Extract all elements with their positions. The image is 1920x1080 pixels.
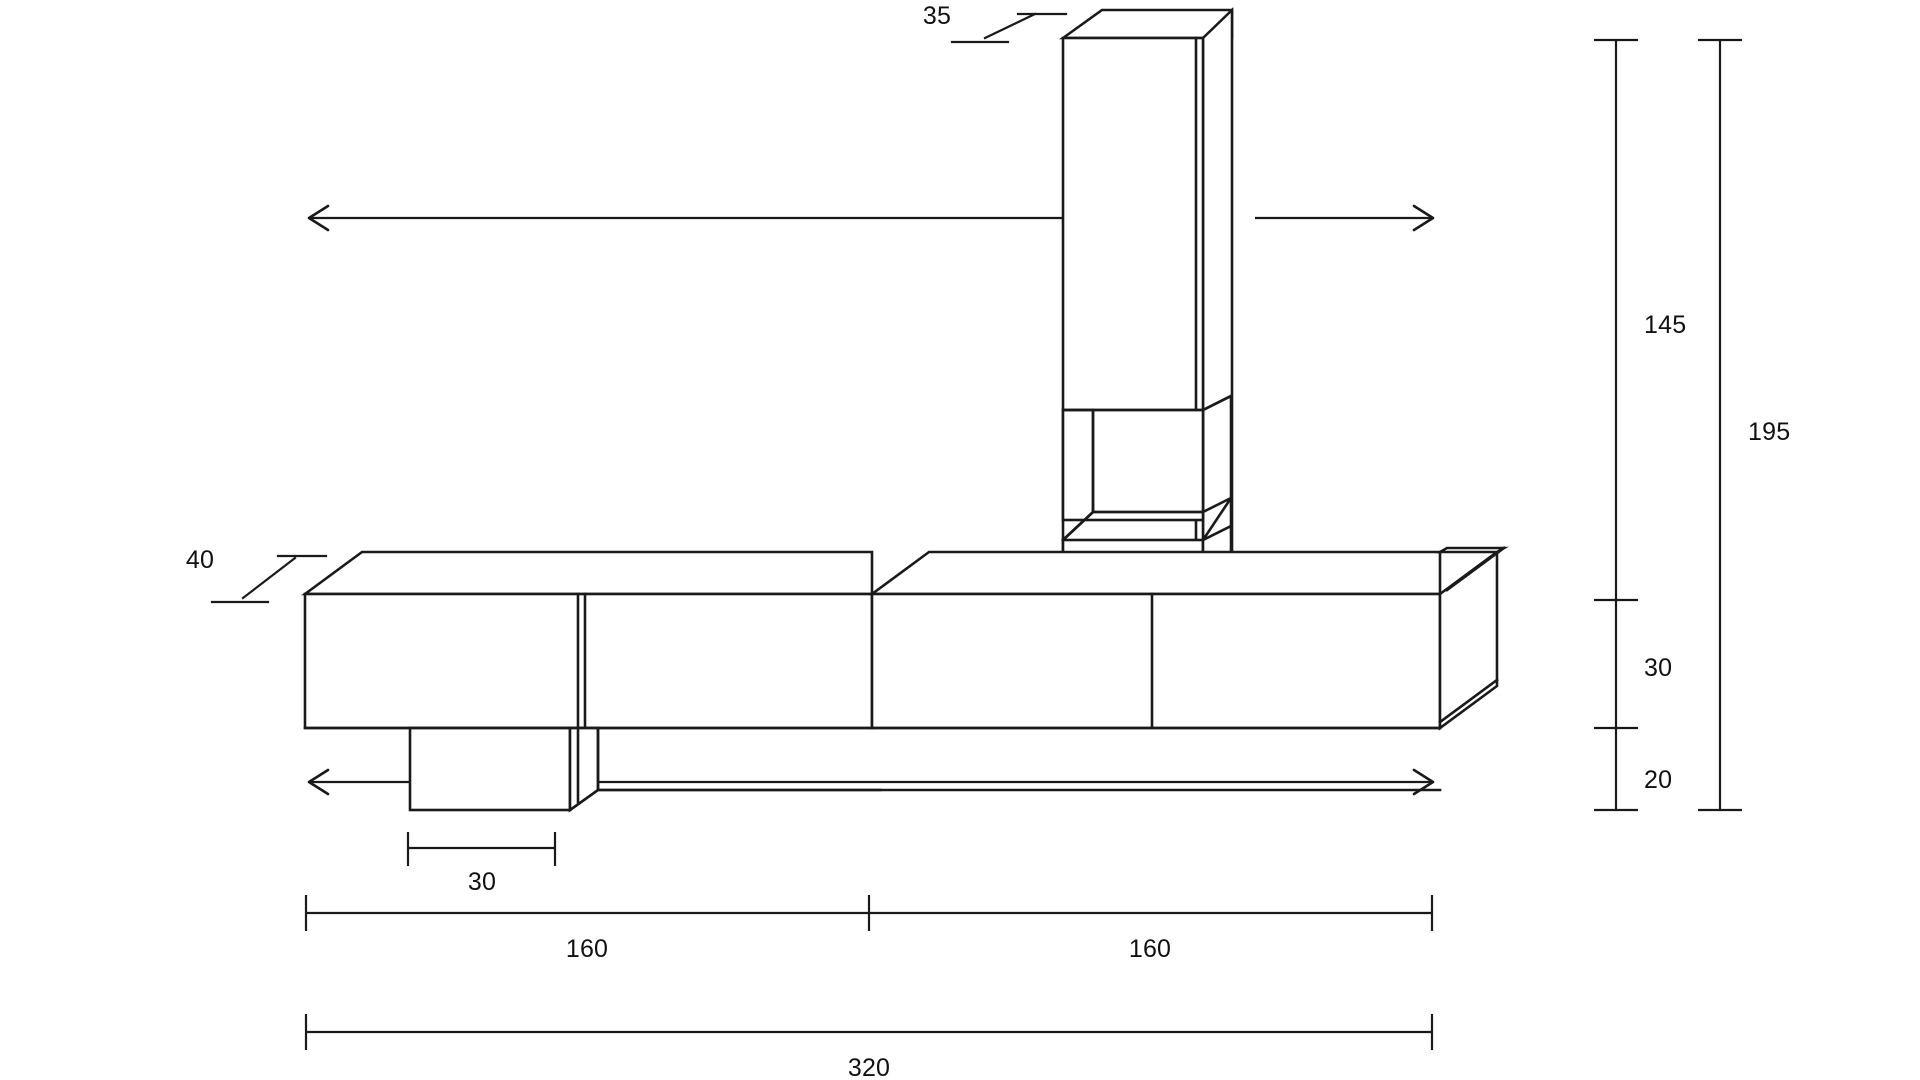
vertical-dimension-chain-inner: 145 30 20 bbox=[1594, 38, 1686, 812]
height-label-145: 145 bbox=[1644, 311, 1686, 339]
module-width-chain: 160 160 bbox=[304, 895, 1434, 963]
sideboard-left-module bbox=[301, 550, 874, 730]
module-width-label-left: 160 bbox=[566, 935, 608, 963]
plinth-level-reference-arrow bbox=[307, 768, 1435, 796]
overall-width-label-320: 320 bbox=[848, 1054, 890, 1080]
module-width-label-right: 160 bbox=[1129, 935, 1171, 963]
plinth-width-dimension-30: 30 bbox=[406, 832, 557, 896]
height-label-20: 20 bbox=[1644, 766, 1672, 794]
height-label-30: 30 bbox=[1644, 654, 1672, 682]
plinth-width-label-30: 30 bbox=[468, 868, 496, 896]
depth-label-35: 35 bbox=[923, 2, 951, 30]
height-label-195: 195 bbox=[1748, 418, 1790, 446]
depth-dimension-40: 40 bbox=[186, 546, 328, 604]
vertical-dimension-overall: 195 bbox=[1698, 38, 1790, 812]
overall-width-dimension-320: 320 bbox=[304, 1014, 1434, 1080]
top-width-reference-arrow bbox=[307, 204, 1435, 232]
depth-label-40: 40 bbox=[186, 546, 214, 574]
depth-dimension-35: 35 bbox=[923, 2, 1068, 44]
sideboard-plinth bbox=[303, 726, 1442, 813]
sideboard-right-module bbox=[868, 546, 1509, 731]
